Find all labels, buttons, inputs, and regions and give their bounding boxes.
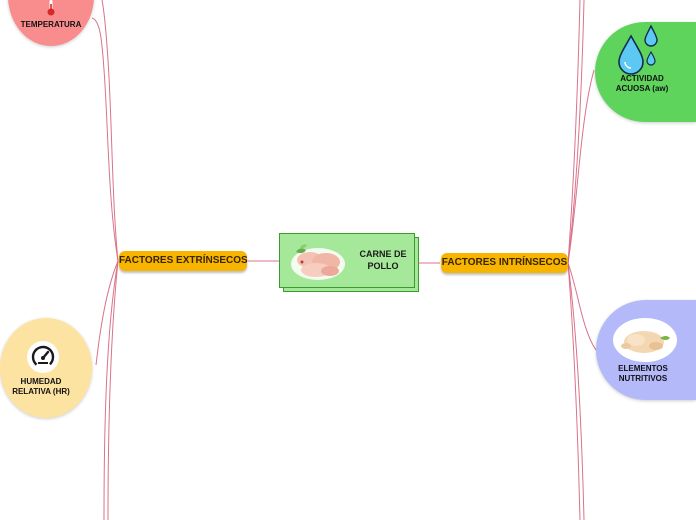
leaf-actividad-acuosa[interactable]: ACTIVIDAD ACUOSA (aw) [595, 22, 696, 122]
connector-left-temperatura [92, 18, 118, 261]
connector-right-elementos [568, 263, 596, 350]
leaf-temperatura-label: TEMPERATURA [11, 20, 91, 30]
connector-left-humedad [96, 261, 118, 365]
water-drops-icon [617, 24, 661, 76]
leaf-actividad-line-2: ACUOSA (aw) [616, 84, 669, 93]
thermometer-icon [45, 0, 57, 16]
central-topic-line-1: CARNE DE [359, 249, 406, 259]
central-topic-title: CARNE DE POLLO [354, 248, 412, 272]
leaf-elementos-line-1: ELEMENTOS [618, 364, 668, 373]
branch-factores-intrinsecos[interactable]: FACTORES INTRÍNSECOS [441, 253, 568, 273]
leaf-humedad-line-2: RELATIVA (HR) [12, 387, 70, 396]
chicken-image [612, 316, 678, 364]
leaf-humedad-relativa[interactable]: HUMEDAD RELATIVA (HR) [0, 318, 92, 418]
leaf-humedad-line-1: HUMEDAD [21, 377, 62, 386]
central-topic[interactable]: CARNE DE POLLO [279, 233, 415, 288]
gauge-icon [26, 340, 60, 374]
leaf-elementos-line-2: NUTRITIVOS [619, 374, 667, 383]
branch-left-label: FACTORES EXTRÍNSECOS [119, 255, 248, 266]
connector-right-up-2 [568, 0, 580, 263]
central-topic-line-2: POLLO [368, 261, 399, 271]
leaf-actividad-line-1: ACTIVIDAD [620, 74, 664, 83]
leaf-elementos-nutritivos[interactable]: ELEMENTOS NUTRITIVOS [596, 300, 696, 400]
branch-factores-extrinsecos[interactable]: FACTORES EXTRÍNSECOS [119, 251, 247, 271]
connector-left-up [102, 0, 118, 261]
chicken-meat-image [288, 238, 346, 284]
branch-right-label: FACTORES INTRÍNSECOS [442, 257, 567, 268]
